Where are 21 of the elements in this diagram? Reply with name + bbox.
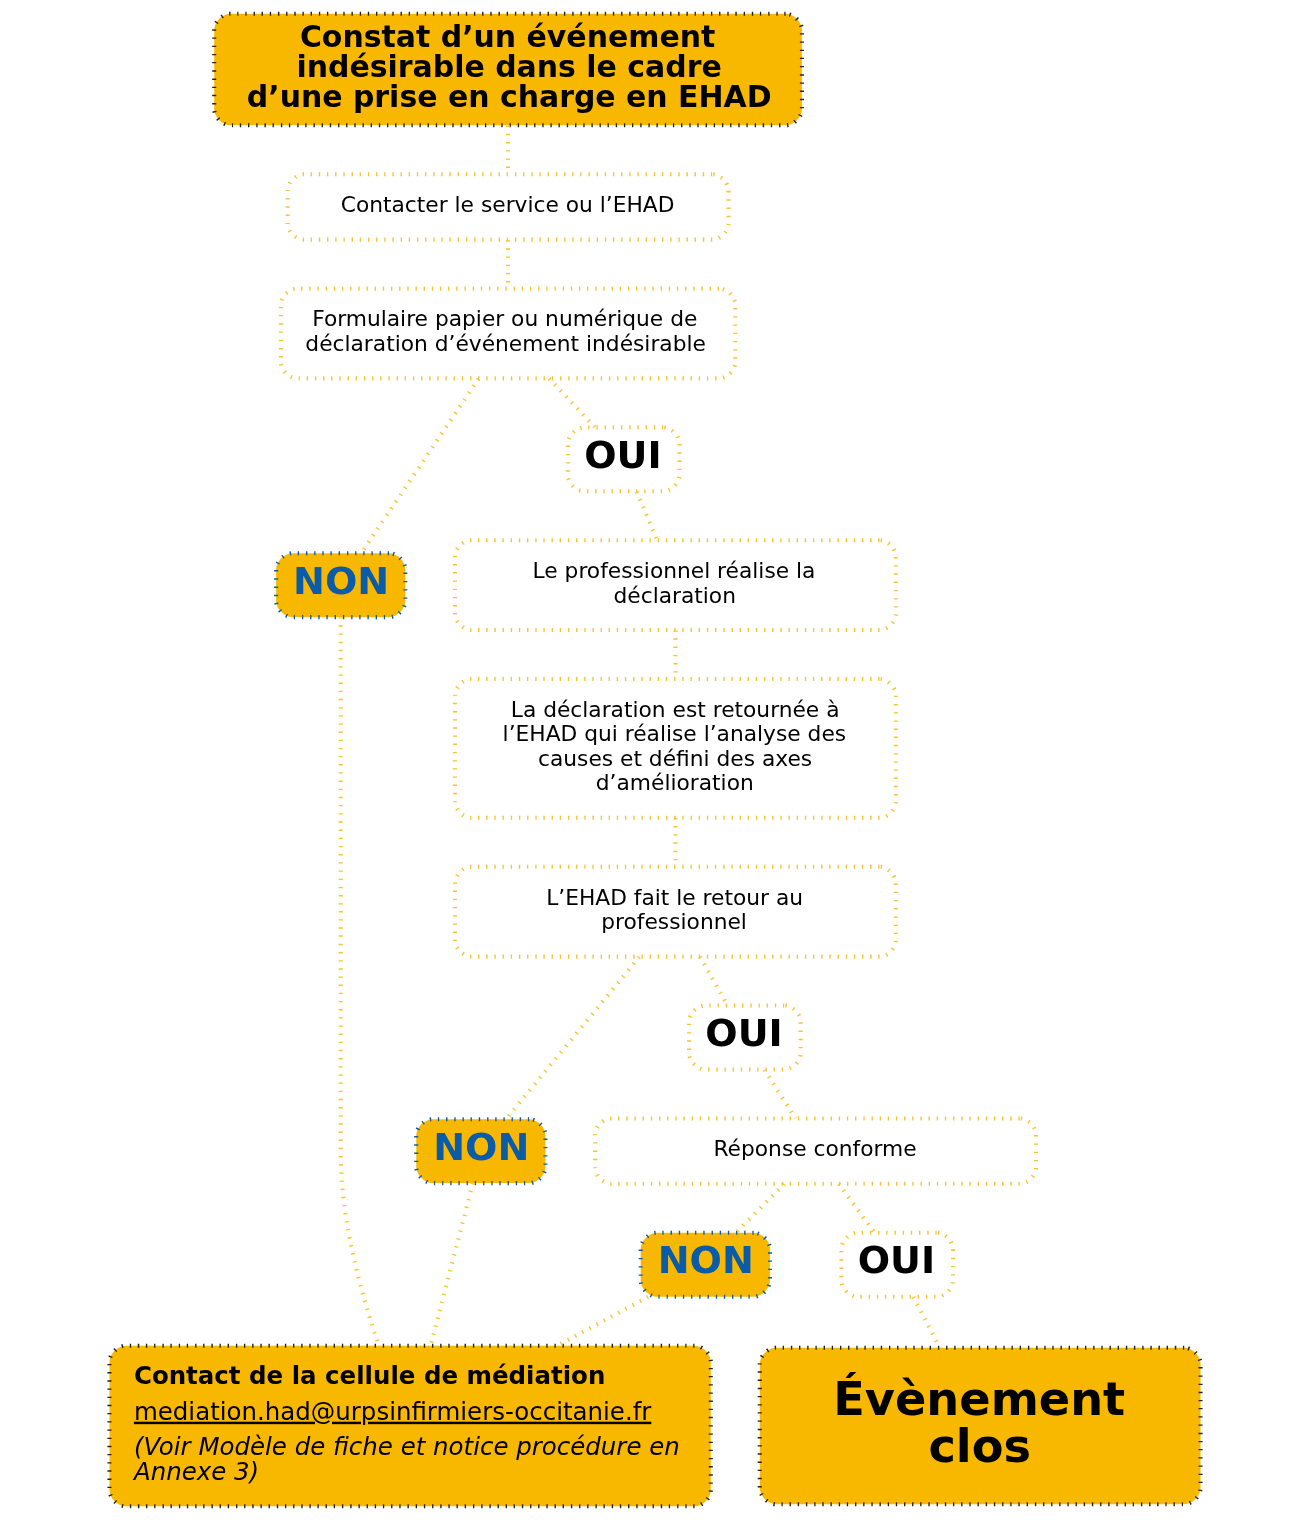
connector (734, 1182, 786, 1235)
node-box: Contacter le service ou l’EHAD (285, 172, 730, 242)
connector (634, 490, 659, 541)
connector (428, 1182, 475, 1346)
node-box: Réponse conforme (592, 1116, 1038, 1186)
node-box: L’EHAD fait le retour au professionnel (452, 864, 898, 959)
node-box: NON (638, 1230, 772, 1299)
node-box: Formulaire papier ou numérique de déclaration d’événement indésirable (278, 286, 737, 381)
connector (547, 377, 596, 429)
node-box: OUI (686, 1003, 803, 1072)
node-box: Contact de la cellule de médiation mediation.had@urpsinfirmiers-occitanie.fr (Voir Modèle de fiche et notice procédure en Annexe 3) (106, 1343, 713, 1509)
node-box: NON (273, 551, 407, 620)
node-box: Le professionnel réalise la déclaration (452, 538, 898, 633)
connector (836, 1182, 876, 1234)
node-box: Évènement clos (757, 1345, 1203, 1507)
connector (762, 1068, 797, 1120)
node-box: NON (413, 1117, 547, 1186)
node-box: OUI (838, 1230, 955, 1299)
node-box: La déclaration est retournée à l’EHAD qui réalise l’analyse des causes et défini des axes d’amélioration (452, 677, 898, 820)
node-box: OUI (565, 425, 682, 494)
node-box: Constat d’un événement indésirable dans le cadre d’une prise en charge en EHAD (211, 11, 804, 128)
